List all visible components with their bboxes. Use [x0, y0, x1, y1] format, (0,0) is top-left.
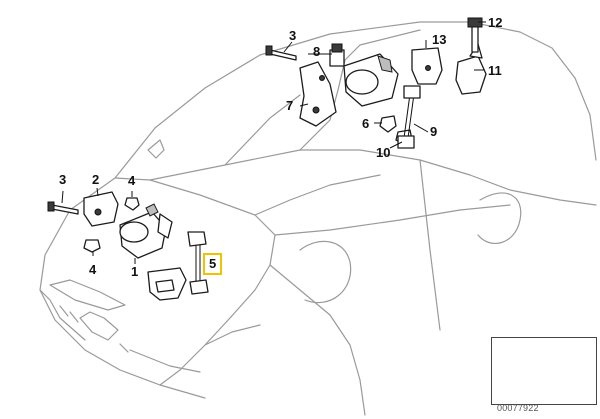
location-inset-frame	[491, 337, 597, 405]
bolt-12	[471, 25, 479, 53]
callout-2: 2	[92, 172, 100, 187]
headlight	[49, 279, 126, 311]
callout-7: 7	[286, 98, 294, 113]
mount-11	[455, 55, 487, 95]
callout-3-rear: 3	[289, 28, 297, 43]
callout-13: 13	[432, 32, 447, 47]
callout-4-upper: 4	[128, 173, 136, 188]
car-side	[299, 149, 597, 206]
car-roof-line	[204, 21, 597, 161]
nut-6	[379, 115, 397, 133]
car-hood	[39, 177, 206, 399]
wheel-arch-right	[299, 240, 352, 304]
link-rod-9-top	[403, 85, 421, 99]
link-rod-5-bottom	[189, 279, 209, 295]
callout-11: 11	[488, 63, 502, 78]
callout-5-highlighted[interactable]: 5	[202, 253, 223, 275]
bracket-2	[83, 191, 119, 227]
link-rod-9-bottom	[397, 135, 415, 149]
callout-8: 8	[313, 44, 321, 59]
kidney-grille	[79, 311, 119, 341]
nut-4-upper	[124, 197, 140, 211]
callout-1-front: 1	[131, 264, 139, 279]
callout-4-lower: 4	[89, 262, 97, 277]
callout-3-front: 3	[59, 172, 67, 187]
bracket-7	[299, 61, 337, 127]
car-windshield	[114, 87, 339, 181]
nut-4-lower	[83, 239, 101, 253]
callout-6: 6	[362, 116, 370, 131]
bolt-3-rear	[269, 49, 297, 61]
callout-10: 10	[376, 145, 391, 160]
link-rod-5-top	[187, 231, 207, 247]
callout-9: 9	[430, 124, 438, 139]
diagram-code: 00077922	[497, 403, 539, 413]
callout-12: 12	[488, 15, 503, 30]
wheel-arch-rear	[477, 192, 522, 244]
